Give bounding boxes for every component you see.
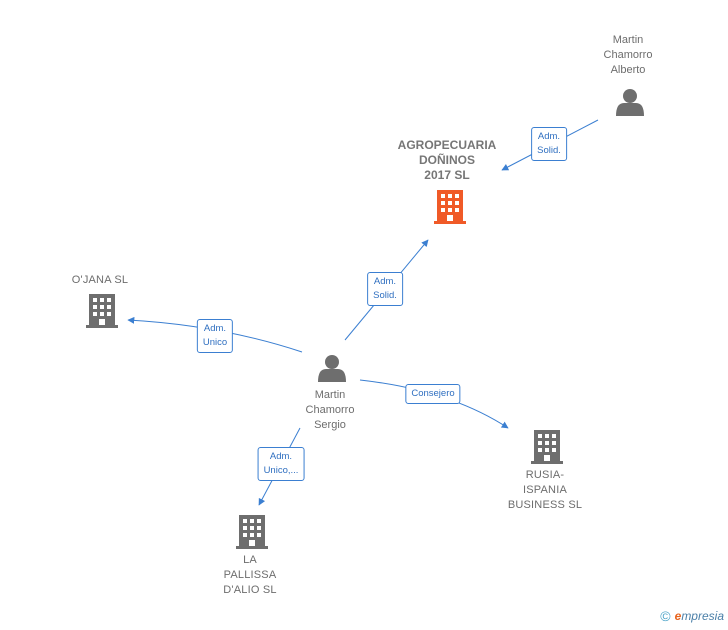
node-label-martin-chamorro-alberto[interactable]: Martin Chamorro Alberto bbox=[603, 34, 653, 76]
edge-label-sergio-ojana[interactable]: Adm. Unico bbox=[196, 319, 234, 353]
brand-name: mpresia bbox=[681, 609, 724, 623]
edge-label-sergio-pallissa[interactable]: Adm. Unico,... bbox=[257, 447, 305, 481]
building-icon[interactable] bbox=[434, 190, 466, 224]
node-label-martin-chamorro-sergio[interactable]: Martin Chamorro Sergio bbox=[305, 389, 355, 431]
edge-label-alberto-agropecuaria[interactable]: Adm. Solid. bbox=[531, 127, 567, 161]
edge-label-sergio-agropecuaria[interactable]: Adm. Solid. bbox=[367, 272, 403, 306]
building-icon[interactable] bbox=[86, 294, 118, 328]
person-icon[interactable] bbox=[318, 355, 346, 382]
edge-label-sergio-rusia[interactable]: Consejero bbox=[405, 384, 461, 404]
brand-initial: e bbox=[674, 609, 682, 623]
node-label-rusia-ispania[interactable]: RUSIA- ISPANIA BUSINESS SL bbox=[507, 469, 583, 511]
person-icon[interactable] bbox=[616, 89, 644, 116]
copyright-symbol: © bbox=[660, 608, 671, 624]
empresia-logo: © empresia bbox=[660, 608, 724, 624]
node-label-la-pallissa[interactable]: LA PALLISSA D'ALIO SL bbox=[223, 554, 277, 596]
node-label-ojana[interactable]: O'JANA SL bbox=[71, 274, 129, 286]
building-icon[interactable] bbox=[236, 515, 268, 549]
building-icon[interactable] bbox=[531, 430, 563, 464]
node-label-agropecuaria-doninos[interactable]: AGROPECUARIA DOÑINOS 2017 SL bbox=[397, 138, 497, 182]
